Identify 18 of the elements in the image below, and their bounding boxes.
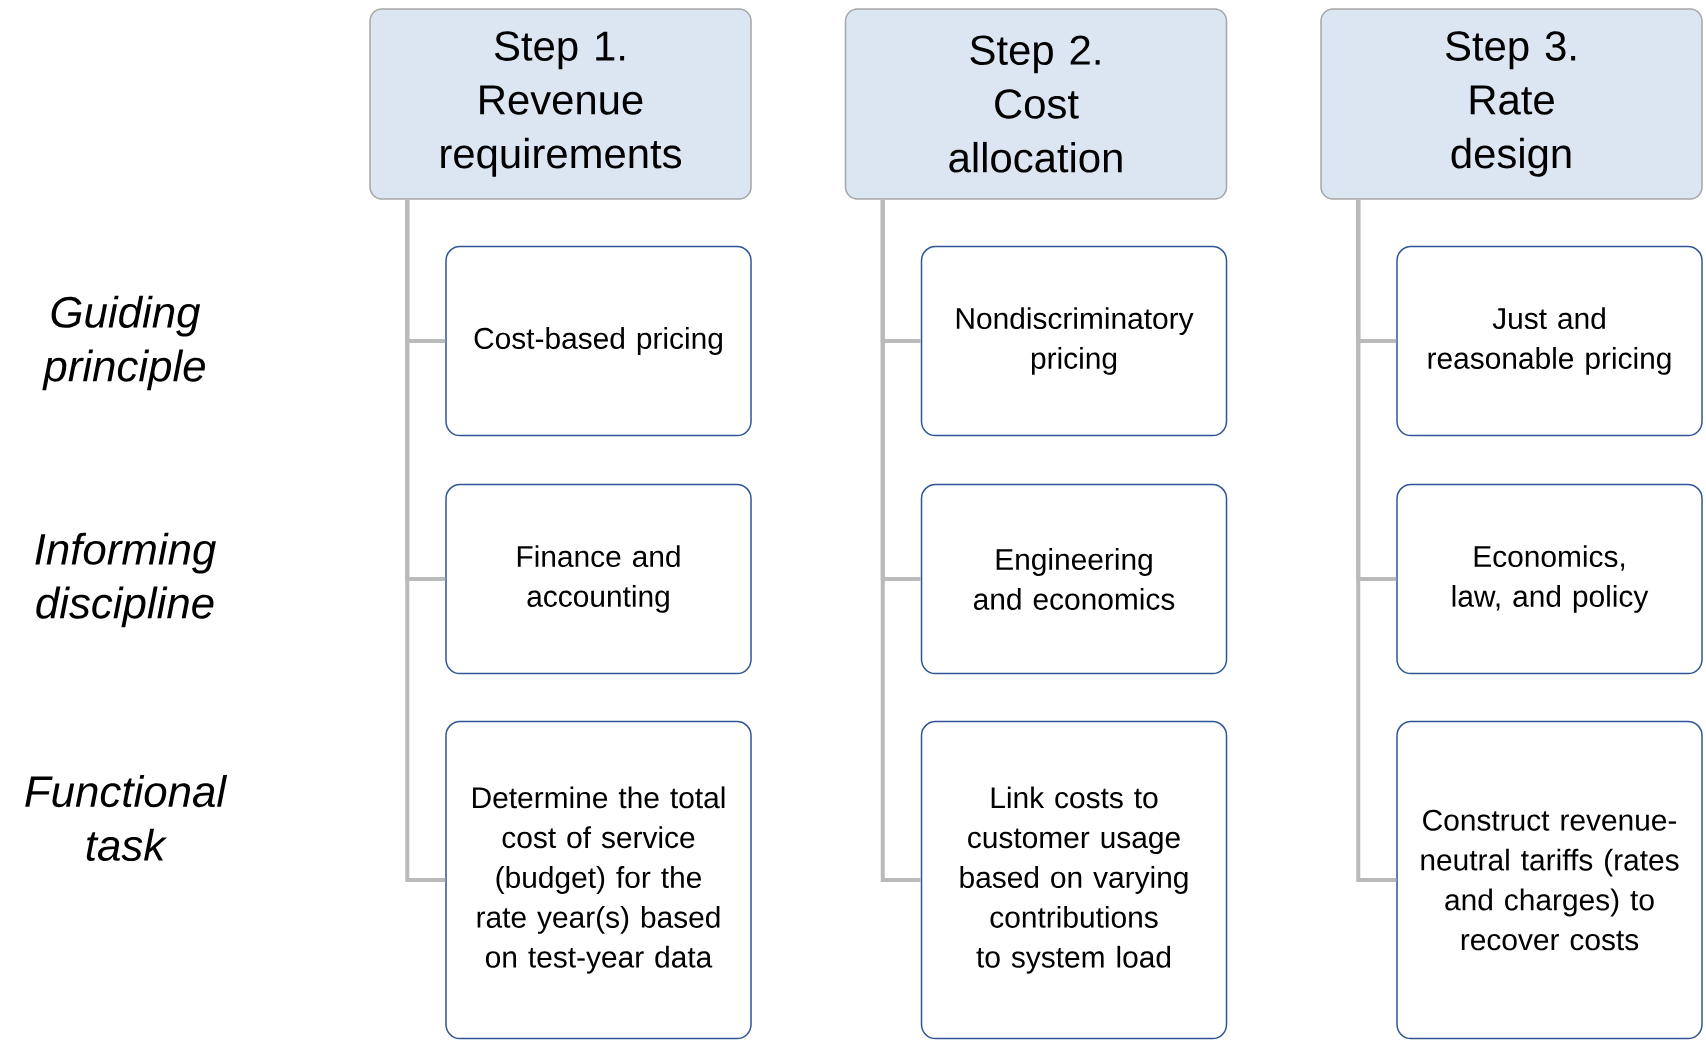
text-box: Link costs to customer usage based on varying contributions to system load [920, 720, 1228, 1040]
connector-line [880, 199, 921, 882]
connector-line [1356, 199, 1397, 882]
row-label: Functional task [25, 775, 228, 861]
text-box: Just and reasonable pricing [1396, 245, 1703, 437]
row-label: Informing discipline [35, 532, 216, 628]
text-box: Nondiscriminatory pricing [920, 245, 1228, 437]
header-box: Step 1. Revenue requirements [369, 8, 752, 200]
text-box: Determine the total cost of service (budget) for the rate year(s) based on test-year data [445, 720, 752, 1040]
header-box: Step 2. Cost allocation [844, 8, 1228, 200]
text-box: Engineering and economics [920, 483, 1228, 675]
header-box: Step 3. Rate design [1320, 8, 1703, 200]
text-box: Finance and accounting [445, 483, 752, 675]
connector-line [405, 199, 446, 882]
row-label: Guiding principle [42, 295, 205, 391]
text-box: Economics, law, and policy [1396, 483, 1703, 675]
text-box: Cost-based pricing [445, 245, 752, 437]
text-box: Construct revenue-neutral tariffs (rates and charges) to recover costs [1396, 720, 1703, 1040]
